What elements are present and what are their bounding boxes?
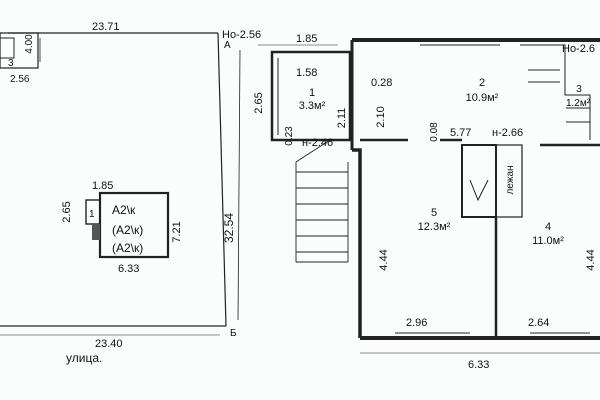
site-boundary-right xyxy=(217,32,227,327)
level-left: Но-2.56 xyxy=(222,29,261,41)
dim-left-4-44: 4.44 xyxy=(378,249,390,270)
dim-right-4-44: 4.44 xyxy=(585,249,597,270)
site-bottom-width: 23.40 xyxy=(95,338,123,350)
depth-dim-line xyxy=(237,49,241,321)
dim-bottom-2-64: 2.64 xyxy=(528,317,549,329)
site-top-width: 23.71 xyxy=(92,21,120,33)
house-dim-top: 1.85 xyxy=(92,180,113,192)
room-3-area: 1.2м² xyxy=(566,98,591,109)
house-label-1: А2\к xyxy=(112,203,136,217)
inner-stairs xyxy=(520,44,591,140)
level-mark-2: н-2.66 xyxy=(492,127,523,139)
site-room-1: 1 xyxy=(89,209,95,220)
room-1-number: 1 xyxy=(309,87,315,99)
dim-0-28: 0.28 xyxy=(371,77,392,89)
house-dim-right: 7.21 xyxy=(171,221,183,242)
corner-dim-1: 4.00 xyxy=(24,34,35,54)
stove-flue xyxy=(469,179,489,202)
site-plan xyxy=(0,32,241,336)
house-dim-left: 2.65 xyxy=(61,201,73,222)
room-4-number: 4 xyxy=(545,221,551,233)
room-5-number: 5 xyxy=(431,207,437,219)
house-label-3: (А2\к) xyxy=(112,241,143,255)
dim-left-2-65: 2.65 xyxy=(253,92,265,113)
dim-left-2-11: 2.11 xyxy=(336,108,348,129)
level-right: Но-2.6 xyxy=(562,43,595,55)
dim-left-0-23: 0.23 xyxy=(284,126,295,146)
site-right-depth: 32.54 xyxy=(222,213,236,243)
house-label-2: (А2\к) xyxy=(112,223,143,237)
room-2-area: 10.9м² xyxy=(466,92,499,104)
floor-plan xyxy=(258,38,600,354)
outer-wall-left-lower xyxy=(352,148,362,338)
corner-building-annex xyxy=(0,37,15,59)
room-1-walls xyxy=(270,50,352,142)
dim-0-08: 0.08 xyxy=(429,122,440,142)
stove-bench xyxy=(495,144,523,218)
dim-1-58: 1.58 xyxy=(296,67,317,79)
site-house-steps xyxy=(92,224,100,240)
room-4-area: 11.0м² xyxy=(532,235,564,247)
stove-bench-label: лежан xyxy=(505,165,516,194)
room-3-number: 3 xyxy=(576,84,582,95)
dim-bottom-2-96: 2.96 xyxy=(406,317,427,329)
corner-a-label: А xyxy=(224,40,231,51)
corner-building xyxy=(0,32,39,69)
house-dim-bottom: 6.33 xyxy=(118,263,139,275)
room-1-area: 3.3м² xyxy=(299,100,326,112)
room-5-area: 12.3м² xyxy=(418,221,451,233)
stove xyxy=(461,144,497,218)
corner-dim-3: 2.56 xyxy=(10,74,30,85)
dim-5-77: 5.77 xyxy=(450,127,471,139)
corner-dim-2: 3 xyxy=(8,58,14,69)
room-2-number: 2 xyxy=(479,77,485,89)
corner-b-label: Б xyxy=(230,328,237,339)
street-label: улица. xyxy=(66,351,102,365)
porch-top-dim: 1.85 xyxy=(296,33,317,45)
dim-left-2-10: 2.10 xyxy=(375,106,387,127)
entrance-stairs xyxy=(295,139,349,263)
dim-bottom-6-33: 6.33 xyxy=(468,359,489,371)
level-mark-1: н-2.46 xyxy=(302,137,333,149)
